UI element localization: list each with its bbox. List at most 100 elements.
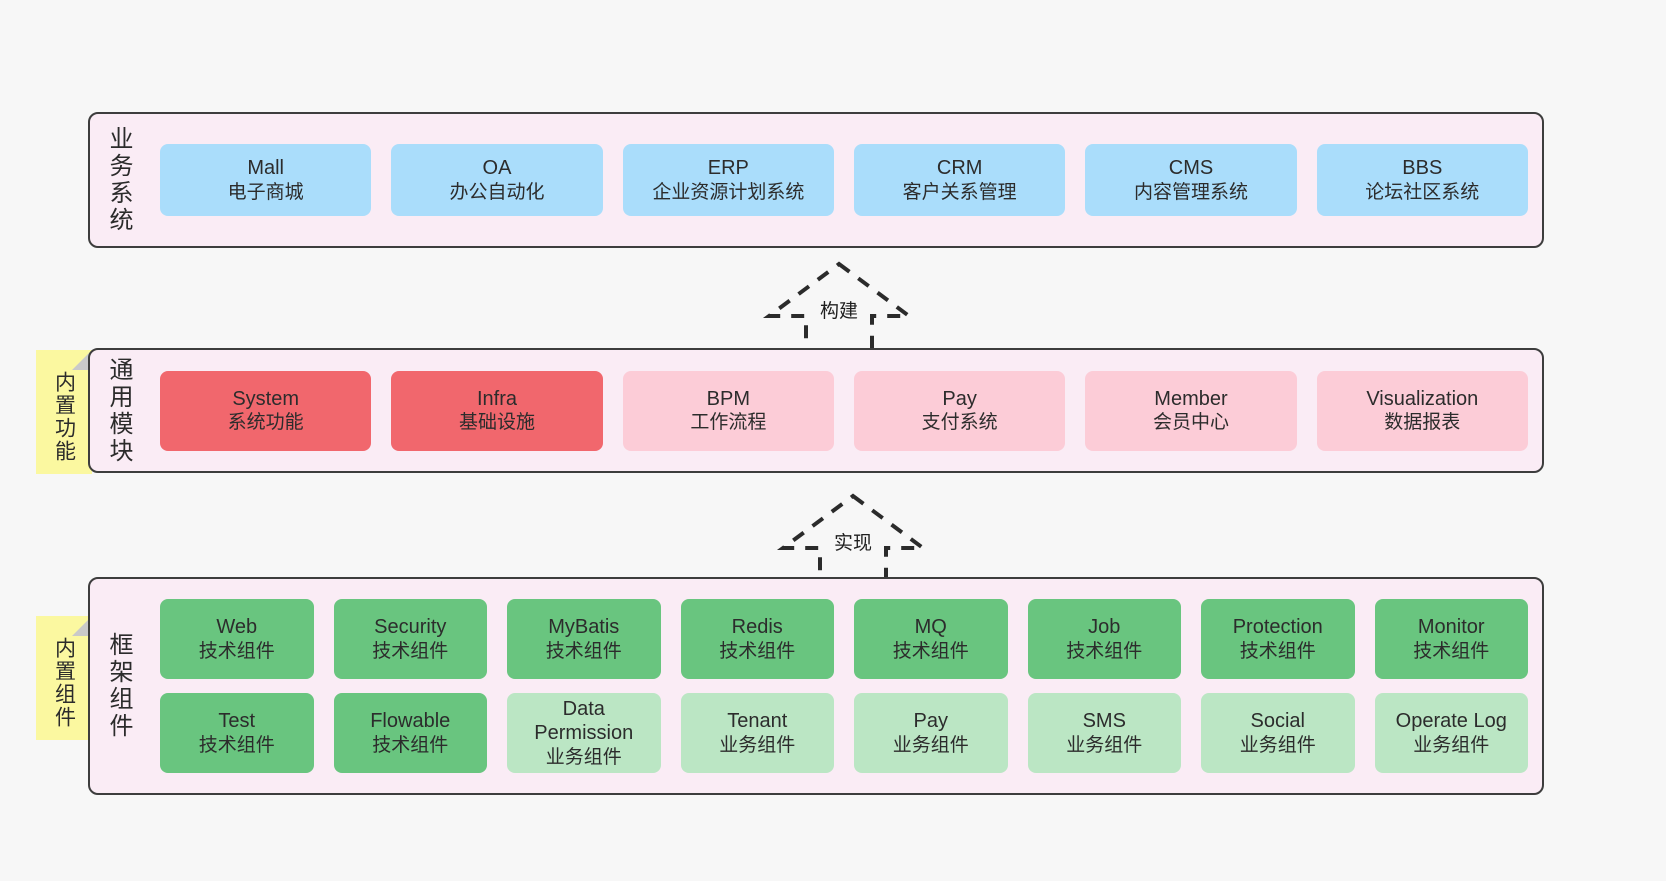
card-title-cn: 业务组件 xyxy=(892,734,969,756)
card-title-cn: 基础设施 xyxy=(458,412,535,434)
card-member[interactable]: Member 会员中心 xyxy=(1085,370,1297,451)
card-bbs[interactable]: BBS 论坛社区系统 xyxy=(1316,144,1528,216)
card-title-en: Pay xyxy=(913,710,948,733)
card-title-en: BBS xyxy=(1402,157,1443,180)
layer-common-module: 通用模块 System 系统功能 Infra 基础设施 BPM 工作流程 Pay… xyxy=(88,348,1544,473)
card-protection[interactable]: Protection 技术组件 xyxy=(1201,599,1355,679)
card-title-en: Protection xyxy=(1232,616,1323,639)
card-title-en: Operate Log xyxy=(1395,710,1507,733)
layer-title-framework: 框架组件 xyxy=(105,632,132,740)
card-visualization[interactable]: Visualization 数据报表 xyxy=(1316,370,1528,451)
card-title-cn: 论坛社区系统 xyxy=(1365,181,1480,203)
card-title-en: Monitor xyxy=(1417,616,1485,639)
card-title-en: BPM xyxy=(706,387,750,410)
card-title-cn: 技术组件 xyxy=(1066,640,1143,662)
card-title-cn: 业务组件 xyxy=(545,746,622,768)
card-title-cn: 技术组件 xyxy=(545,640,622,662)
card-tenant[interactable]: Tenant 业务组件 xyxy=(680,693,834,773)
card-title-en: Data Permission xyxy=(534,698,634,745)
card-title-en: SMS xyxy=(1082,710,1126,733)
sticky-note-builtin-component: 内置组件 xyxy=(36,616,92,740)
layer-title-business: 业务系统 xyxy=(105,126,132,234)
card-title-cn: 数据报表 xyxy=(1384,412,1461,434)
card-security[interactable]: Security 技术组件 xyxy=(333,599,487,679)
card-sms[interactable]: SMS 业务组件 xyxy=(1027,693,1181,773)
framework-tech-row: Web 技术组件 Security 技术组件 MyBatis 技术组件 Redi… xyxy=(160,599,1528,679)
common-card-row: System 系统功能 Infra 基础设施 BPM 工作流程 Pay 支付系统… xyxy=(160,370,1528,451)
card-title-cn: 技术组件 xyxy=(719,640,796,662)
card-title-cn: 业务组件 xyxy=(1239,734,1316,756)
card-title-cn: 技术组件 xyxy=(1239,640,1316,662)
sticky-note-label: 内置组件 xyxy=(52,637,76,729)
card-title-en: ERP xyxy=(707,157,749,180)
card-title-cn: 业务组件 xyxy=(1413,734,1490,756)
card-crm[interactable]: CRM 客户关系管理 xyxy=(853,144,1066,216)
card-title-en: Mall xyxy=(247,157,284,180)
card-oa[interactable]: OA 办公自动化 xyxy=(391,144,603,216)
card-title-en: Visualization xyxy=(1366,387,1479,410)
connector-implement-arrow: 实现 xyxy=(773,490,933,588)
card-title-cn: 技术组件 xyxy=(1413,640,1490,662)
layer-framework-component: 框架组件 Web 技术组件 Security 技术组件 MyBatis 技术组件… xyxy=(88,577,1544,795)
card-title-cn: 电子商城 xyxy=(227,181,304,203)
card-social[interactable]: Social 业务组件 xyxy=(1201,693,1355,773)
card-mq[interactable]: MQ 技术组件 xyxy=(854,599,1008,679)
card-erp[interactable]: ERP 企业资源计划系统 xyxy=(622,144,834,216)
card-title-en: Security xyxy=(374,616,447,639)
layer-business-system: 业务系统 Mall 电子商城 OA 办公自动化 ERP 企业资源计划系统 CRM… xyxy=(88,112,1544,248)
card-test[interactable]: Test 技术组件 xyxy=(160,693,314,773)
card-title-cn: 技术组件 xyxy=(372,640,449,662)
card-mybatis[interactable]: MyBatis 技术组件 xyxy=(507,599,661,679)
framework-business-row: Test 技术组件 Flowable 技术组件 Data Permission … xyxy=(160,693,1528,773)
card-pay-component[interactable]: Pay 业务组件 xyxy=(854,693,1008,773)
card-title-en: Web xyxy=(216,616,258,639)
card-system[interactable]: System 系统功能 xyxy=(160,370,372,451)
card-title-en: MQ xyxy=(914,616,947,639)
card-title-cn: 支付系统 xyxy=(921,412,998,434)
card-title-cn: 技术组件 xyxy=(372,734,449,756)
card-title-cn: 技术组件 xyxy=(198,734,275,756)
card-title-cn: 会员中心 xyxy=(1152,412,1229,434)
card-title-en: Member xyxy=(1154,387,1228,410)
card-title-en: MyBatis xyxy=(548,616,620,639)
card-bpm[interactable]: BPM 工作流程 xyxy=(622,370,834,451)
sticky-note-builtin-function: 内置功能 xyxy=(36,350,92,474)
card-title-en: Job xyxy=(1088,616,1121,639)
card-operate-log[interactable]: Operate Log 业务组件 xyxy=(1374,693,1528,773)
card-title-en: Pay xyxy=(942,387,977,410)
card-title-en: System xyxy=(232,387,299,410)
card-job[interactable]: Job 技术组件 xyxy=(1027,599,1181,679)
card-infra[interactable]: Infra 基础设施 xyxy=(391,370,603,451)
card-title-cn: 企业资源计划系统 xyxy=(652,181,805,203)
card-title-cn: 技术组件 xyxy=(892,640,969,662)
layer-title-common: 通用模块 xyxy=(105,356,132,465)
card-title-en: Flowable xyxy=(370,710,451,733)
card-title-en: Social xyxy=(1250,710,1305,733)
card-title-cn: 内容管理系统 xyxy=(1133,181,1248,203)
card-redis[interactable]: Redis 技术组件 xyxy=(680,599,834,679)
layer-body-framework: Web 技术组件 Security 技术组件 MyBatis 技术组件 Redi… xyxy=(146,579,1542,793)
card-title-cn: 业务组件 xyxy=(719,734,796,756)
card-title-cn: 技术组件 xyxy=(198,640,275,662)
card-monitor[interactable]: Monitor 技术组件 xyxy=(1374,599,1528,679)
card-title-cn: 工作流程 xyxy=(690,412,767,434)
card-flowable[interactable]: Flowable 技术组件 xyxy=(333,693,487,773)
layer-body-business: Mall 电子商城 OA 办公自动化 ERP 企业资源计划系统 CRM 客户关系… xyxy=(146,114,1542,246)
card-data-permission[interactable]: Data Permission 业务组件 xyxy=(507,693,661,773)
card-title-cn: 业务组件 xyxy=(1066,734,1143,756)
card-title-en: Redis xyxy=(731,616,783,639)
card-title-en: OA xyxy=(482,157,512,180)
card-web[interactable]: Web 技术组件 xyxy=(160,599,314,679)
card-title-en: Infra xyxy=(476,387,517,410)
card-title-cn: 系统功能 xyxy=(227,412,304,434)
card-pay-module[interactable]: Pay 支付系统 xyxy=(853,370,1066,451)
card-title-en: CMS xyxy=(1168,157,1214,180)
business-card-row: Mall 电子商城 OA 办公自动化 ERP 企业资源计划系统 CRM 客户关系… xyxy=(160,144,1528,216)
card-mall[interactable]: Mall 电子商城 xyxy=(160,144,372,216)
card-cms[interactable]: CMS 内容管理系统 xyxy=(1085,144,1297,216)
card-title-en: CRM xyxy=(936,157,983,180)
card-title-cn: 办公自动化 xyxy=(449,181,545,203)
layer-body-common: System 系统功能 Infra 基础设施 BPM 工作流程 Pay 支付系统… xyxy=(146,350,1542,471)
card-title-cn: 客户关系管理 xyxy=(902,181,1017,203)
